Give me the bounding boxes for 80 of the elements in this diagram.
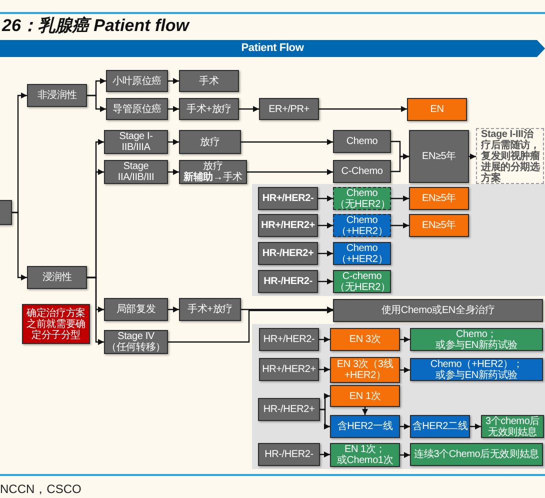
arrow	[320, 408, 330, 430]
chemo-box: C-chemo（无HER2）	[333, 270, 391, 293]
arrow	[241, 139, 333, 145]
arrow	[470, 424, 481, 430]
process-box: 导管原位癌	[106, 98, 168, 120]
arrow	[168, 139, 179, 145]
arrow	[247, 169, 333, 175]
subtype-box: HR-/HER2-	[258, 270, 318, 293]
process-box: ER+/PR+	[259, 98, 319, 120]
process-box: Stage IIA/IIB/III	[104, 160, 168, 184]
arrow	[168, 106, 179, 112]
process-box: 手术+放疗	[179, 298, 241, 321]
process-box: 使用Chemo或EN全身治疗	[333, 299, 543, 322]
arrow	[239, 106, 259, 112]
her2-therapy-box: Chemo（+HER2）	[333, 242, 391, 265]
process-box: 手术+放疗	[179, 98, 239, 120]
her2-therapy-box: 含HER2一线	[330, 415, 400, 438]
arrow	[318, 222, 333, 228]
arrow	[469, 154, 476, 160]
process-box: Chemo	[333, 130, 391, 153]
endocrine-therapy-box: EN	[407, 98, 467, 121]
process-box: 浸润性	[27, 266, 87, 289]
process-box: 局部复发	[104, 298, 168, 321]
process-box: HR-/HER2+	[258, 398, 320, 421]
arrow	[320, 452, 330, 458]
process-box: HR+/HER2-	[259, 328, 319, 351]
arrow	[400, 336, 410, 342]
arrow	[400, 367, 410, 373]
endocrine-therapy-box: EN 3次（3线+HER2）	[330, 357, 400, 383]
process-box: 放疗	[179, 130, 241, 154]
process-box: HR+/HER2+	[259, 358, 319, 381]
arrow	[319, 106, 407, 112]
arrow	[12, 212, 27, 280]
her2-therapy-box: Chemo（+HER2）；或参与EN新药试验	[410, 358, 543, 381]
arrow	[391, 222, 409, 228]
arrow	[168, 78, 179, 84]
arrow	[168, 306, 179, 312]
header-band: Patient Flow	[0, 40, 545, 57]
subtype-box: HR-/HER2+	[258, 242, 318, 265]
arrow	[362, 407, 368, 415]
process-box: 小叶原位癌	[106, 70, 168, 92]
subtype-box: HR+/HER2-	[258, 187, 318, 210]
chemo-box: Chemo；或参与EN新药试验	[410, 328, 543, 351]
arrow	[400, 424, 410, 430]
chemo-box: 3个chemo后无效则姑息	[481, 415, 544, 438]
chemo-box: Chemo（无HER2）	[333, 187, 391, 210]
her2-therapy-box: 含HER2二线	[410, 415, 470, 438]
process-box: 非浸润性	[27, 84, 87, 107]
arrow	[319, 336, 330, 342]
process-box: HR-/HER2-	[258, 443, 320, 466]
process-box: 手术	[179, 70, 239, 92]
endocrine-therapy-box: EN 1次	[330, 385, 400, 407]
endocrine-therapy-box: EN≥5年	[409, 187, 469, 210]
chemo-box: 连续3个Chemo后无效则姑息	[410, 443, 543, 466]
alert-box: 确定治疗方案之前就需要确定分子分型	[22, 304, 90, 344]
chemo-box: EN 1次；或Chemo1次	[330, 443, 400, 467]
arrow	[391, 154, 409, 172]
arrow	[319, 366, 330, 372]
arrow	[318, 250, 333, 256]
arrow	[318, 278, 333, 284]
arrow	[241, 306, 333, 312]
arrow	[87, 94, 106, 112]
her2-therapy-box: Chemo（+HER2）	[333, 214, 391, 237]
process-box: Stage IV（任何转移）	[104, 330, 168, 354]
endocrine-therapy-box: EN≥5年	[409, 214, 469, 237]
process-box: 放疗 新辅助→手术	[179, 160, 247, 184]
process-box: EN≥5年	[409, 130, 469, 183]
arrow	[391, 196, 409, 202]
arrow	[168, 169, 179, 175]
caption: NCCN，CSCO	[0, 481, 82, 498]
note-box: Stage I-III治疗后需随访，复发则视肿瘤进展的分期选方案	[476, 128, 544, 184]
process-box: C-Chemo	[333, 160, 391, 183]
endocrine-therapy-box: EN 3次	[330, 328, 400, 351]
process-box: Stage I-IIB/IIIA	[104, 130, 168, 154]
title: 26：乳腺癌 Patient flow	[2, 15, 190, 37]
arrow	[400, 452, 410, 458]
arrow	[87, 276, 104, 345]
subtype-box: HR+/HER2+	[258, 214, 318, 237]
arrow	[168, 308, 333, 343]
arrow	[318, 196, 333, 202]
